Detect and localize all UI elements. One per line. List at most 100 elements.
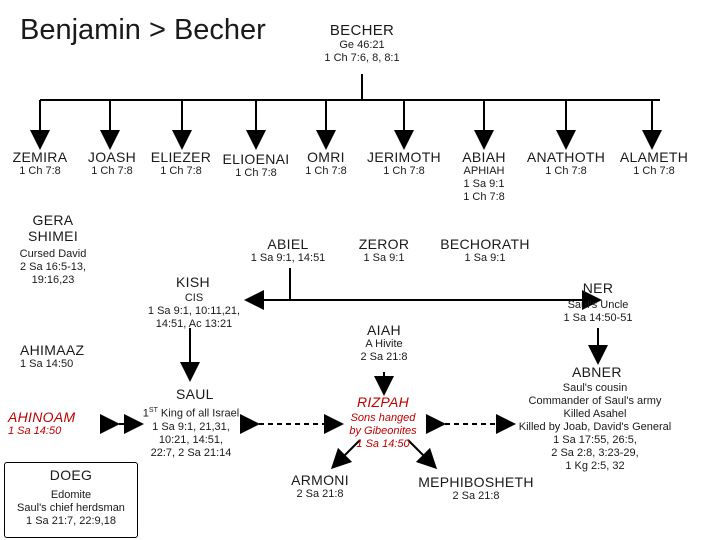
doeg-note: Edomite <box>50 489 92 501</box>
ahinoam-ref: 1 Sa 14:50 <box>8 425 62 437</box>
abner-note: Killed by Joab, David's General <box>518 421 672 433</box>
son-ref: 1 Ch 7:8 <box>235 167 277 179</box>
saul-title: 1ST King of all Israel <box>132 404 250 421</box>
armoni-name: ARMONI <box>291 472 349 488</box>
son-name: ELIEZER <box>150 149 212 165</box>
armoni-node: ARMONI 2 Sa 21:8 <box>280 472 360 501</box>
son-eliezer: ELIEZER 1 Ch 7:8 <box>150 149 212 178</box>
gera-note: Cursed David <box>19 248 87 260</box>
aiah-node: AIAH A Hivite 2 Sa 21:8 <box>344 322 424 364</box>
saul-name: SAUL <box>176 386 214 402</box>
doeg-note: Saul's chief herdsman <box>17 502 125 514</box>
abner-note: Commander of Saul's army <box>528 395 662 407</box>
son-ref: 1 Ch 7:8 <box>463 191 505 203</box>
ner-note: Saul's Uncle <box>567 299 629 311</box>
son-anathoth: ANATHOTH 1 Ch 7:8 <box>522 149 610 178</box>
abner-note: Saul's cousin <box>562 382 628 394</box>
rizpah-mephibosheth-arrow <box>407 439 438 470</box>
root-name: BECHER <box>329 22 395 39</box>
abiel-name: ABIEL <box>267 236 309 252</box>
aiah-name: AIAH <box>367 322 401 338</box>
abner-name: ABNER <box>572 364 622 380</box>
bechorath-ref: 1 Sa 9:1 <box>464 252 506 264</box>
ahimaaz-node: AHIMAAZ 1 Sa 14:50 <box>20 342 84 371</box>
abner-ref: 2 Sa 2:8, 3:23-29, <box>551 447 639 459</box>
ner-node: NER Saul's Uncle 1 Sa 14:50-51 <box>548 280 648 325</box>
rizpah-node: RIZPAH Sons hanged by Gibeonites 1 Sa 14… <box>338 394 428 451</box>
bechorath-node: BECHORATH 1 Sa 9:1 <box>436 236 534 265</box>
mephibosheth-ref: 2 Sa 21:8 <box>452 490 500 502</box>
son-ref: 1 Ch 7:8 <box>160 165 202 177</box>
saul-ref: 1 Sa 9:1, 21,31, <box>152 420 230 433</box>
zeror-name: ZEROR <box>358 236 410 252</box>
ahimaaz-ref: 1 Sa 14:50 <box>20 358 74 370</box>
gera-shimei-node: GERA SHIMEI Cursed David 2 Sa 16:5-13, 1… <box>14 212 92 287</box>
rizpah-name: RIZPAH <box>356 394 410 410</box>
kish-ref: 14:51, Ac 13:21 <box>155 318 233 330</box>
mephibosheth-node: MEPHIBOSHETH 2 Sa 21:8 <box>414 474 538 503</box>
abner-note: Killed Asahel <box>563 408 627 420</box>
bechorath-name: BECHORATH <box>440 236 530 252</box>
ahimaaz-name: AHIMAAZ <box>20 342 85 358</box>
son-abiah: ABIAH APHIAH 1 Sa 9:1 1 Ch 7:8 <box>452 149 516 204</box>
son-ref: 1 Ch 7:8 <box>545 165 587 177</box>
son-ref: 1 Ch 7:8 <box>383 165 425 177</box>
saul-title-text: King of all Israel <box>157 407 240 420</box>
son-joash: JOASH 1 Ch 7:8 <box>84 149 140 178</box>
gera-ref: 2 Sa 16:5-13, <box>19 261 87 273</box>
saul-ref: 10:21, 14:51, <box>158 433 224 446</box>
son-name: OMRI <box>307 149 345 165</box>
kish-refs: CIS 1 Sa 9:1, 10:11,21, 14:51, Ac 13:21 <box>136 292 252 331</box>
root-node: BECHER Ge 46:21 1 Ch 7:6, 8, 8:1 <box>302 22 422 65</box>
saul-ordinal-suffix: ST <box>148 407 158 414</box>
ahinoam-name: AHINOAM <box>8 409 76 425</box>
son-name: ALAMETH <box>619 149 689 165</box>
rizpah-note: by Gibeonites <box>349 425 417 437</box>
zeror-ref: 1 Sa 9:1 <box>363 252 405 264</box>
aiah-note: A Hivite <box>365 338 403 350</box>
saul-ordinal: 1 <box>142 407 149 420</box>
son-elioenai: ELIOENAI 1 Ch 7:8 <box>218 151 294 180</box>
son-alias: APHIAH <box>463 165 505 177</box>
son-name: JERIMOTH <box>367 149 441 165</box>
saul-ref: 22:7, 2 Sa 21:14 <box>150 446 232 459</box>
root-ref-2: 1 Ch 7:6, 8, 8:1 <box>324 52 400 64</box>
shimei-name: SHIMEI <box>27 228 79 244</box>
kish-name: KISH <box>176 274 210 290</box>
son-ref: 1 Ch 7:8 <box>19 165 61 177</box>
son-name: JOASH <box>87 149 137 165</box>
zeror-node: ZEROR 1 Sa 9:1 <box>350 236 418 265</box>
son-name: ABIAH <box>462 149 506 165</box>
ner-name: NER <box>582 280 614 296</box>
rizpah-armoni-arrow <box>330 439 361 470</box>
root-ref-1: Ge 46:21 <box>339 39 385 51</box>
son-arrows <box>30 100 662 150</box>
son-omri: OMRI 1 Ch 7:8 <box>298 149 354 178</box>
son-zemira: ZEMIRA 1 Ch 7:8 <box>10 149 70 178</box>
kish-alias: CIS <box>184 292 204 304</box>
doeg-ref: 1 Sa 21:7, 22:9,18 <box>26 515 116 527</box>
son-jerimoth: JERIMOTH 1 Ch 7:8 <box>362 149 446 178</box>
armoni-ref: 2 Sa 21:8 <box>296 488 344 500</box>
son-alameth: ALAMETH 1 Ch 7:8 <box>614 149 694 178</box>
gera-ref: 19:16,23 <box>31 274 75 286</box>
doeg-box: DOEG Edomite Saul's chief herdsman 1 Sa … <box>4 462 138 538</box>
abner-ref: 1 Sa 17:55, 26:5, <box>553 434 637 446</box>
abiel-node: ABIEL 1 Sa 9:1, 14:51 <box>236 236 340 265</box>
page-title: Benjamin > Becher <box>20 14 266 46</box>
kish-ref: 1 Sa 9:1, 10:11,21, <box>147 305 241 317</box>
gera-name: GERA <box>32 212 74 228</box>
son-name: ANATHOTH <box>526 149 606 165</box>
rizpah-ref: 1 Sa 14:50 <box>356 438 410 450</box>
abner-refs: Saul's cousin Commander of Saul's army K… <box>504 382 686 473</box>
mephibosheth-name: MEPHIBOSHETH <box>418 474 534 490</box>
son-name: ZEMIRA <box>12 149 68 165</box>
ahinoam-node: AHINOAM 1 Sa 14:50 <box>8 409 75 438</box>
ner-ref: 1 Sa 14:50-51 <box>563 312 633 324</box>
son-ref: 1 Ch 7:8 <box>633 165 675 177</box>
son-ref: 1 Ch 7:8 <box>305 165 347 177</box>
son-name: ELIOENAI <box>222 151 290 167</box>
abner-ref: 1 Kg 2:5, 32 <box>565 460 625 472</box>
doeg-name: DOEG <box>49 467 93 483</box>
